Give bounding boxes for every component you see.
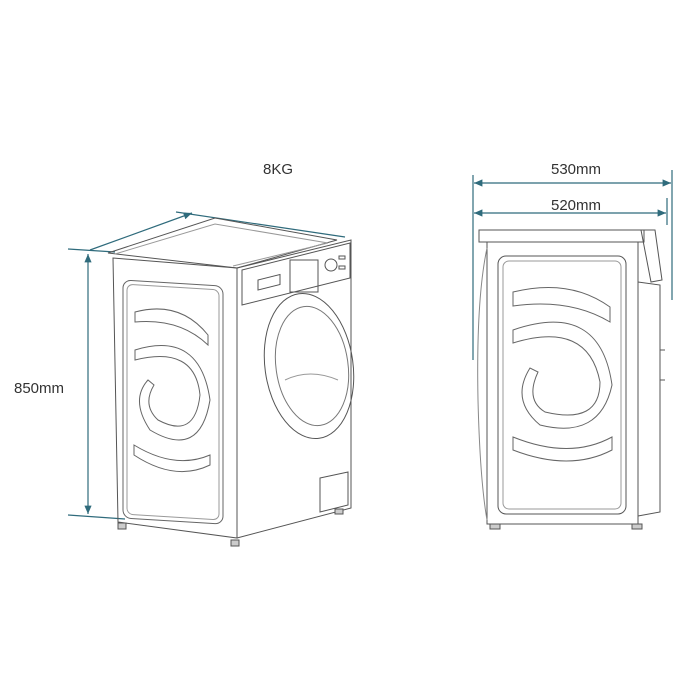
height-dimension-line: [67, 211, 346, 520]
height-dimension-label: 850mm: [14, 380, 65, 397]
perspective-washer: [67, 211, 355, 547]
capacity-label: 8KG: [263, 161, 294, 178]
side-view-washer: [472, 170, 673, 530]
outer-depth-dimension-label: 530mm: [551, 161, 602, 178]
depth-dimension-lines: [472, 170, 673, 360]
